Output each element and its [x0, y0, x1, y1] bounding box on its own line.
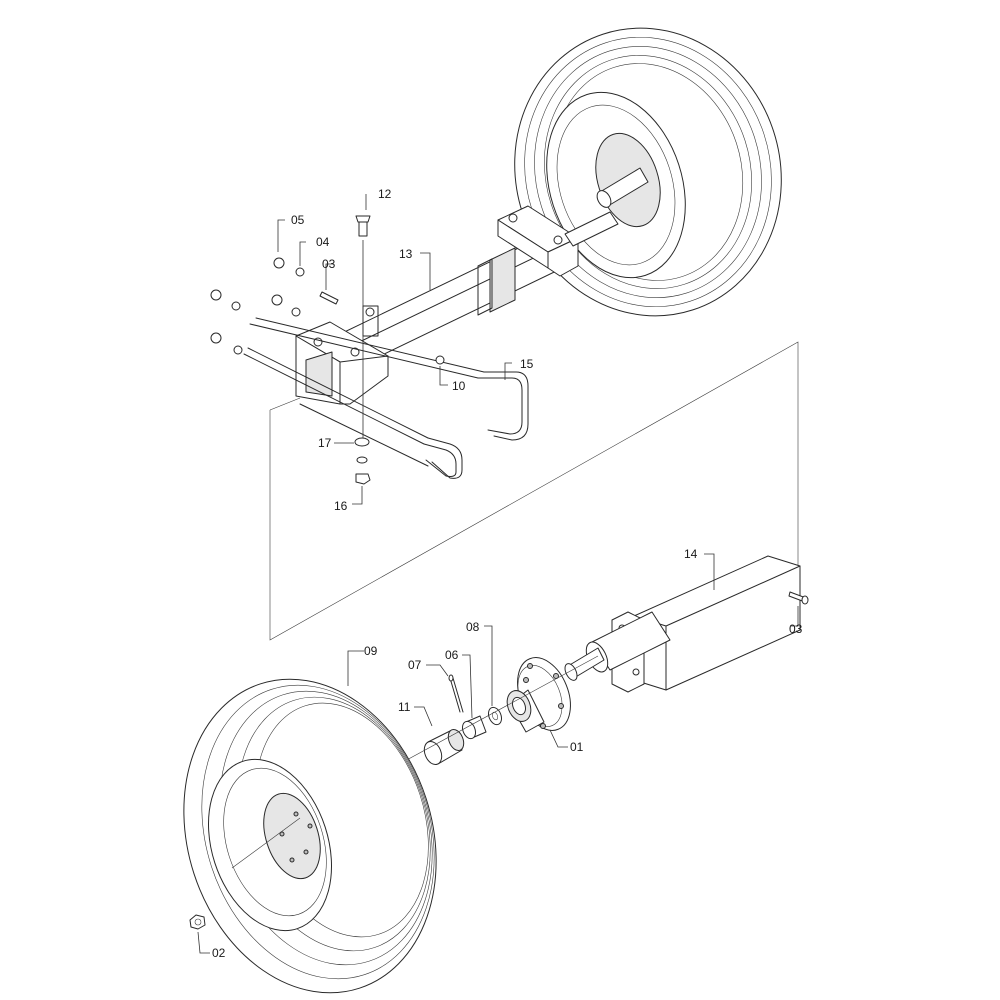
- leader-lines: [197, 194, 799, 954]
- bolt-12: [355, 215, 371, 440]
- callout-03-upper: 03: [322, 257, 336, 271]
- callout-07: 07: [408, 658, 422, 672]
- bolt-03-lower: [788, 591, 809, 605]
- callout-16: 16: [334, 499, 348, 513]
- callout-12: 12: [378, 187, 392, 201]
- callout-01: 01: [570, 740, 584, 754]
- u-bolt-15-lower: [243, 347, 463, 479]
- callout-09: 09: [364, 644, 378, 658]
- relation-lines: [269, 341, 799, 641]
- callout-11: 11: [398, 700, 411, 714]
- callout-15: 15: [520, 357, 534, 371]
- callout-14: 14: [684, 547, 698, 561]
- callout-13: 13: [399, 247, 413, 261]
- top-wheel: [514, 27, 782, 317]
- callout-10: 10: [452, 379, 466, 393]
- wheel-nut-02: [189, 914, 206, 930]
- callout-17: 17: [318, 436, 332, 450]
- callout-03-lower: 03: [789, 622, 803, 636]
- callout-02: 02: [212, 946, 226, 960]
- castle-nut-06: [461, 715, 487, 740]
- callout-06: 06: [445, 648, 459, 662]
- callout-05: 05: [291, 213, 305, 227]
- washer-nut-17-16: [354, 437, 371, 485]
- dust-cap-11: [423, 728, 465, 766]
- washer-08: [487, 706, 503, 726]
- callout-labels: 12 05 04 13 03 10 15 17 16 14 03 08 09 0…: [212, 187, 803, 960]
- nuts-washers-left: [210, 257, 445, 365]
- axle-beam-13: [331, 205, 619, 373]
- cotter-pin-07: [448, 674, 464, 713]
- hub-01: [506, 657, 571, 733]
- callout-04: 04: [316, 235, 330, 249]
- callout-08: 08: [466, 620, 480, 634]
- axle-tube-14: [564, 555, 801, 693]
- mounting-bracket: [295, 305, 389, 405]
- bottom-wheel-09: [183, 678, 437, 994]
